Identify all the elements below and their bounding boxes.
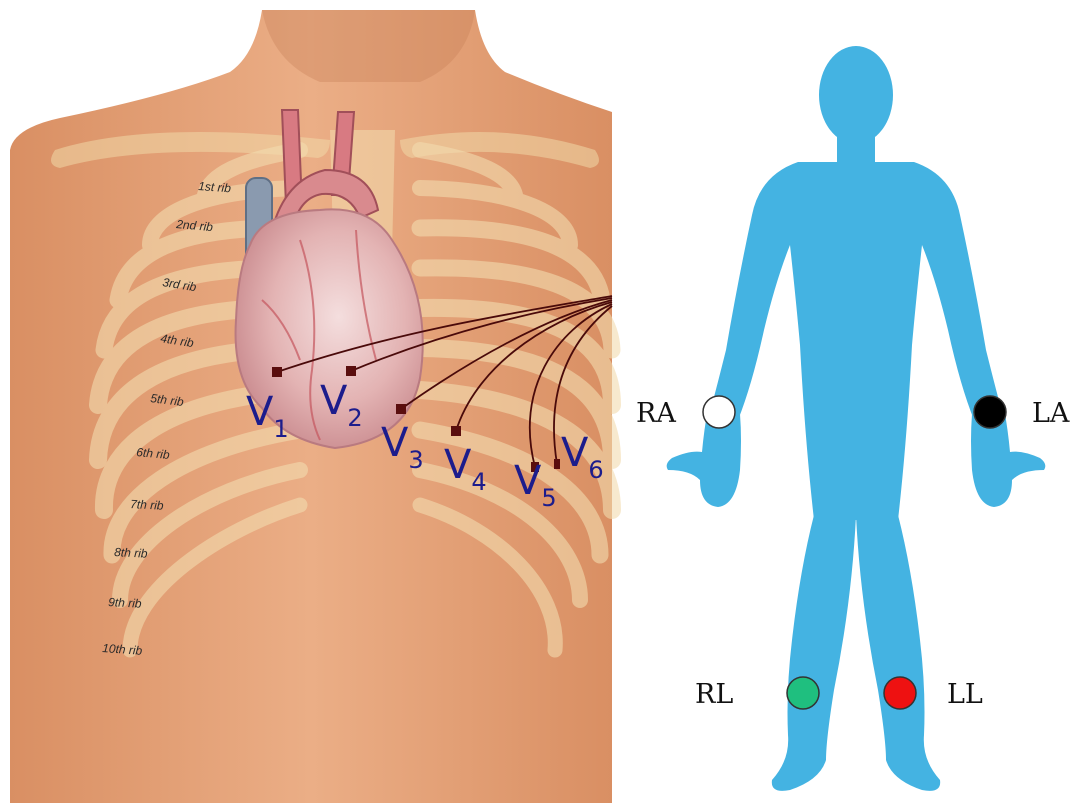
rib-label-1: 1st rib — [198, 179, 232, 195]
limb-label-rl: RL — [695, 679, 733, 710]
rib-label-6: 6th rib — [136, 445, 171, 462]
electrode-v3 — [396, 404, 406, 414]
electrode-ra — [703, 396, 735, 428]
limb-label-ra: RA — [636, 398, 676, 429]
electrode-v4 — [451, 426, 461, 436]
rib-label-8: 8th rib — [114, 545, 148, 561]
rib-label-10: 10th rib — [102, 641, 143, 658]
limb-panel: RA LA RL LL — [636, 46, 1070, 791]
limb-label-la: LA — [1032, 398, 1070, 429]
rib-label-9: 9th rib — [108, 595, 142, 611]
chest-panel: 1st rib 2nd rib 3rd rib 4th rib 5th rib … — [10, 10, 612, 803]
electrode-la — [974, 396, 1006, 428]
electrode-v2 — [346, 366, 356, 376]
electrode-rl — [787, 677, 819, 709]
rib-label-7: 7th rib — [130, 497, 164, 513]
electrode-ll — [884, 677, 916, 709]
electrode-v6 — [554, 459, 560, 469]
electrode-v1 — [272, 367, 282, 377]
limb-label-ll: LL — [947, 679, 983, 710]
